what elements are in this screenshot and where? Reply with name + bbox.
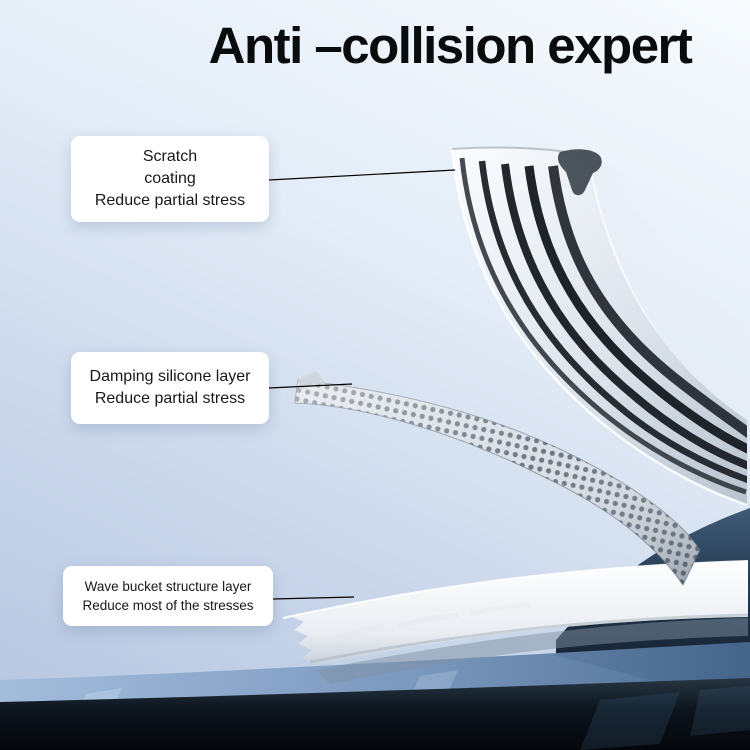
callout-line-text: Reduce partial stress xyxy=(94,192,246,209)
wave-bucket-illustration xyxy=(282,560,749,684)
callout-line-text: Wave bucket structure layer xyxy=(84,579,252,594)
callout-line-1 xyxy=(268,169,456,181)
callout-line-text: Scratch xyxy=(142,148,198,165)
scratch-coating-illustration xyxy=(450,146,748,507)
damping-silicone-illustration xyxy=(294,371,701,586)
callout-line-3 xyxy=(272,596,355,600)
callout-line-text: coating xyxy=(144,170,196,187)
callout-line-text: Reduce most of the stresses xyxy=(82,598,254,613)
callout-box-damping-silicone: Damping silicone layer Reduce partial st… xyxy=(71,352,269,424)
chrome-hook xyxy=(557,149,602,196)
callout-box-scratch-coating: Scratch coating Reduce partial stress xyxy=(71,136,269,222)
callout-lines xyxy=(268,169,456,600)
callout-line-2 xyxy=(268,383,353,389)
callout-box-wave-bucket: Wave bucket structure layer Reduce most … xyxy=(63,566,273,626)
callout-line-text: Damping silicone layer xyxy=(89,368,251,385)
page-title: Anti –collision expert xyxy=(208,17,693,74)
callout-line-text: Reduce partial stress xyxy=(94,390,246,407)
